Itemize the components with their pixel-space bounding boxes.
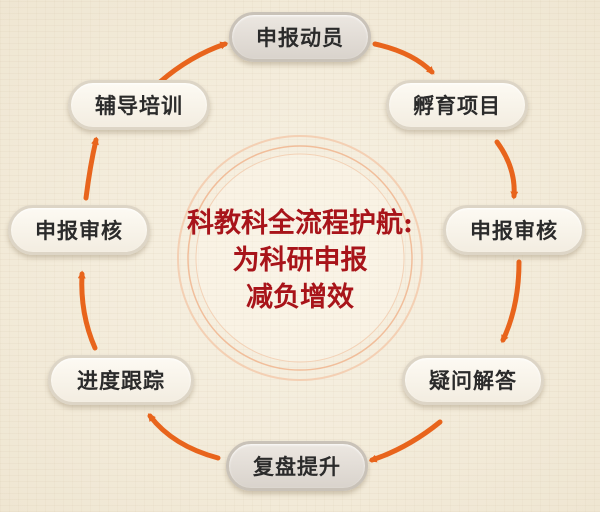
arrow-7-to-8 xyxy=(83,136,99,201)
arrow-3-to-4 xyxy=(500,259,522,344)
arrow-8-to-1 xyxy=(157,41,229,85)
arrow-6-to-7 xyxy=(77,270,98,351)
step-apply-mobilization: 申报动员 xyxy=(229,12,371,62)
arrow-5-to-6 xyxy=(147,413,221,461)
step-incubate-projects: 孵育项目 xyxy=(386,80,528,130)
arrow-1-to-2 xyxy=(372,41,435,75)
step-coaching-training: 辅导培训 xyxy=(68,80,210,130)
step-review-improve: 复盘提升 xyxy=(226,441,368,491)
center-rings xyxy=(177,135,423,381)
center-title-line-2: 为科研申报 xyxy=(232,244,368,276)
step-q-and-a: 疑问解答 xyxy=(402,355,544,405)
step-apply-review-left: 申报审核 xyxy=(8,205,150,255)
step-apply-review-right: 申报审核 xyxy=(443,205,585,255)
arrow-2-to-3 xyxy=(494,139,519,200)
center-title-line-3: 减负增效 xyxy=(246,281,354,313)
arrow-4-to-5 xyxy=(368,419,443,463)
center-title-line-1: 科教科全流程护航: xyxy=(187,207,413,239)
step-progress-tracking: 进度跟踪 xyxy=(48,355,194,405)
center-title: 科教科全流程护航: 为科研申报 减负增效 xyxy=(150,150,450,370)
